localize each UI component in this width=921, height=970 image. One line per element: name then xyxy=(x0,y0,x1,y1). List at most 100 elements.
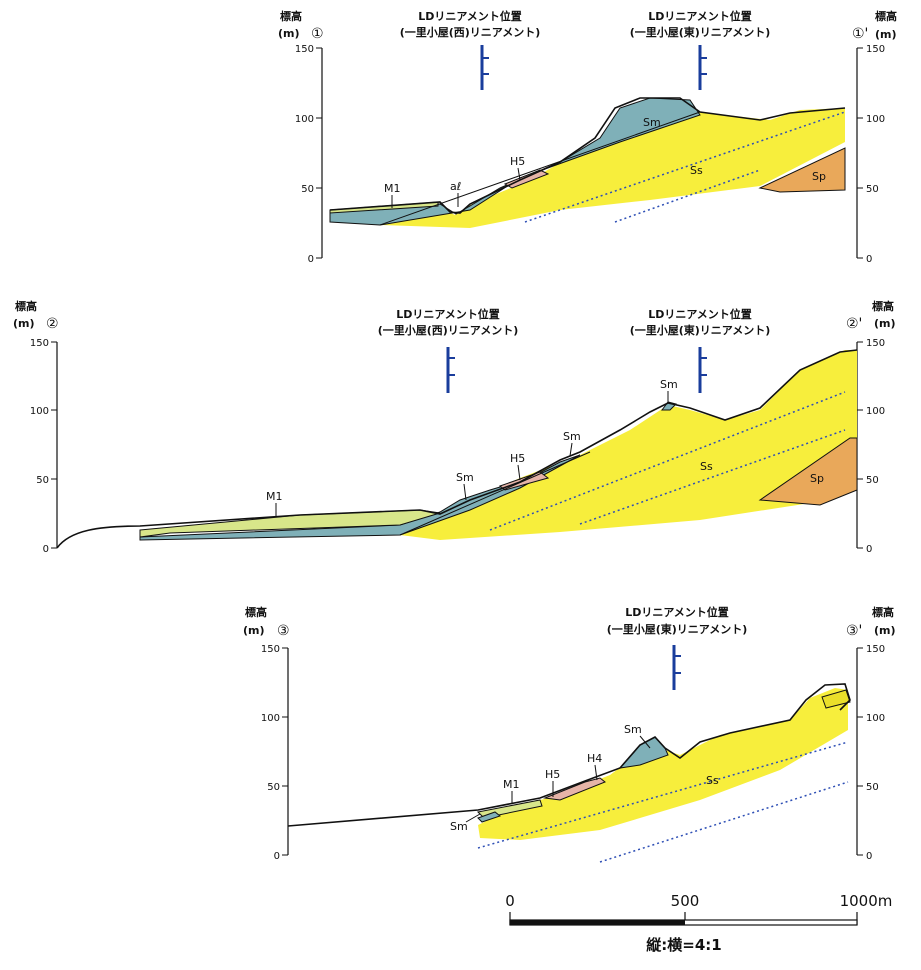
unit-ss-body xyxy=(380,108,845,228)
lineament-sublabel-west: (一里小屋(西)リニアメント) xyxy=(378,323,519,337)
fault-symbol-east xyxy=(672,645,681,690)
section-2: 150 100 50 0 標高 (m) ② 150 100 50 0 標高 ②'… xyxy=(13,299,896,555)
tick-0: 0 xyxy=(274,851,280,862)
bedding-line xyxy=(579,429,846,525)
tick-100: 100 xyxy=(866,114,885,125)
lineament-sublabel-east: (一里小屋(東)リニアメント) xyxy=(630,25,771,39)
unit-label: (m) xyxy=(874,317,896,330)
tick-100: 100 xyxy=(261,713,280,724)
tick-0: 0 xyxy=(866,544,872,555)
lineament-sublabel-east: (一里小屋(東)リニアメント) xyxy=(630,323,771,337)
lineament-label-west: LDリニアメント位置 xyxy=(418,9,522,23)
bedding-line xyxy=(614,169,761,223)
elevation-label: 標高 xyxy=(280,9,302,23)
label-al: aℓ xyxy=(450,180,461,193)
tick-100: 100 xyxy=(295,114,314,125)
unit-h-body xyxy=(543,777,606,801)
tick-50: 50 xyxy=(267,782,280,793)
unit-h5-body xyxy=(503,169,550,189)
section-3: 150 100 50 0 標高 (m) ③ 150 100 50 0 標高 ③'… xyxy=(243,605,896,863)
tick-100: 100 xyxy=(30,406,49,417)
tick-0: 0 xyxy=(866,851,872,862)
scale-label-1000: 1000m xyxy=(840,892,893,910)
unit-ss-body xyxy=(478,688,848,840)
label-h5: H5 xyxy=(510,452,525,465)
elevation-label: 標高 xyxy=(15,299,37,313)
tick-50: 50 xyxy=(301,184,314,195)
fault-symbol-east xyxy=(698,45,707,90)
section-marker-left: ② xyxy=(46,316,59,332)
label-h5: H5 xyxy=(510,155,525,168)
fault-symbol-west xyxy=(446,347,455,393)
tick-100: 100 xyxy=(866,713,885,724)
section-marker-left: ③ xyxy=(277,623,290,639)
unit-ss-body xyxy=(400,350,857,540)
label-ss: Ss xyxy=(690,164,703,177)
label-m1: M1 xyxy=(384,182,401,195)
tick-0: 0 xyxy=(866,254,872,265)
ground-surface-2 xyxy=(56,349,858,549)
label-m1: M1 xyxy=(503,778,520,791)
unit-sp-body xyxy=(758,437,858,506)
section-1: 150 100 50 0 標高 (m) ① 150 100 50 0 標高 ①'… xyxy=(278,9,897,265)
ground-surface-3 xyxy=(287,683,851,827)
elevation-label: 標高 xyxy=(245,605,267,619)
label-h5: H5 xyxy=(545,768,560,781)
label-sp: Sp xyxy=(812,170,826,183)
section-marker-right: ③' xyxy=(846,623,862,639)
unit-label: (m) xyxy=(874,624,896,637)
tick-150: 150 xyxy=(866,338,885,349)
scale-label-500: 500 xyxy=(671,892,700,910)
label-sm: Sm xyxy=(624,723,642,736)
label-ss: Ss xyxy=(706,774,719,787)
tick-50: 50 xyxy=(866,475,879,486)
tick-0: 0 xyxy=(308,254,314,265)
tick-50: 50 xyxy=(866,782,879,793)
fault-symbol-west xyxy=(480,45,489,90)
bedding-line xyxy=(489,391,846,531)
label-sm: Sm xyxy=(643,116,661,129)
unit-label: (m) xyxy=(243,624,265,637)
lineament-sublabel-west: (一里小屋(西)リニアメント) xyxy=(400,25,541,39)
label-sm: Sm xyxy=(563,430,581,443)
bedding-line xyxy=(524,111,846,223)
section-marker-right: ①' xyxy=(852,26,868,42)
scale-label-0: 0 xyxy=(505,892,515,910)
tick-50: 50 xyxy=(36,475,49,486)
lineament-label-east: LDリニアメント位置 xyxy=(648,307,752,321)
lineament-label-east: LDリニアメント位置 xyxy=(625,605,729,619)
label-sm: Sm xyxy=(450,820,468,833)
unit-sp-body xyxy=(758,147,846,193)
label-ss: Ss xyxy=(700,460,713,473)
unit-label: (m) xyxy=(13,317,35,330)
label-sm: Sm xyxy=(456,471,474,484)
tick-100: 100 xyxy=(866,406,885,417)
label-h4: H4 xyxy=(587,752,602,765)
elevation-label: 標高 xyxy=(875,9,897,23)
bedding-line xyxy=(599,781,849,863)
tick-150: 150 xyxy=(261,644,280,655)
label-sp: Sp xyxy=(810,472,824,485)
bedding-line xyxy=(477,741,849,849)
scale-ratio: 縦:横=4:1 xyxy=(646,936,721,954)
section-marker-right: ②' xyxy=(846,316,862,332)
elevation-label: 標高 xyxy=(872,605,894,619)
label-m1: M1 xyxy=(266,490,283,503)
scale-bar: 0 500 1000m 縦:横=4:1 xyxy=(505,892,892,954)
unit-sm-bottom xyxy=(477,811,502,823)
tick-150: 150 xyxy=(866,644,885,655)
tick-0: 0 xyxy=(43,544,49,555)
tick-150: 150 xyxy=(30,338,49,349)
tick-150: 150 xyxy=(295,44,314,55)
elevation-label: 標高 xyxy=(872,299,894,313)
lineament-label-west: LDリニアメント位置 xyxy=(396,307,500,321)
label-sm: Sm xyxy=(660,378,678,391)
lineament-label-east: LDリニアメント位置 xyxy=(648,9,752,23)
tick-50: 50 xyxy=(866,184,879,195)
lineament-sublabel-east: (一里小屋(東)リニアメント) xyxy=(607,622,748,636)
unit-label: (m) xyxy=(278,27,300,40)
fault-symbol-east xyxy=(698,347,707,393)
unit-label: (m) xyxy=(875,28,897,41)
section-marker-left: ① xyxy=(311,26,324,42)
